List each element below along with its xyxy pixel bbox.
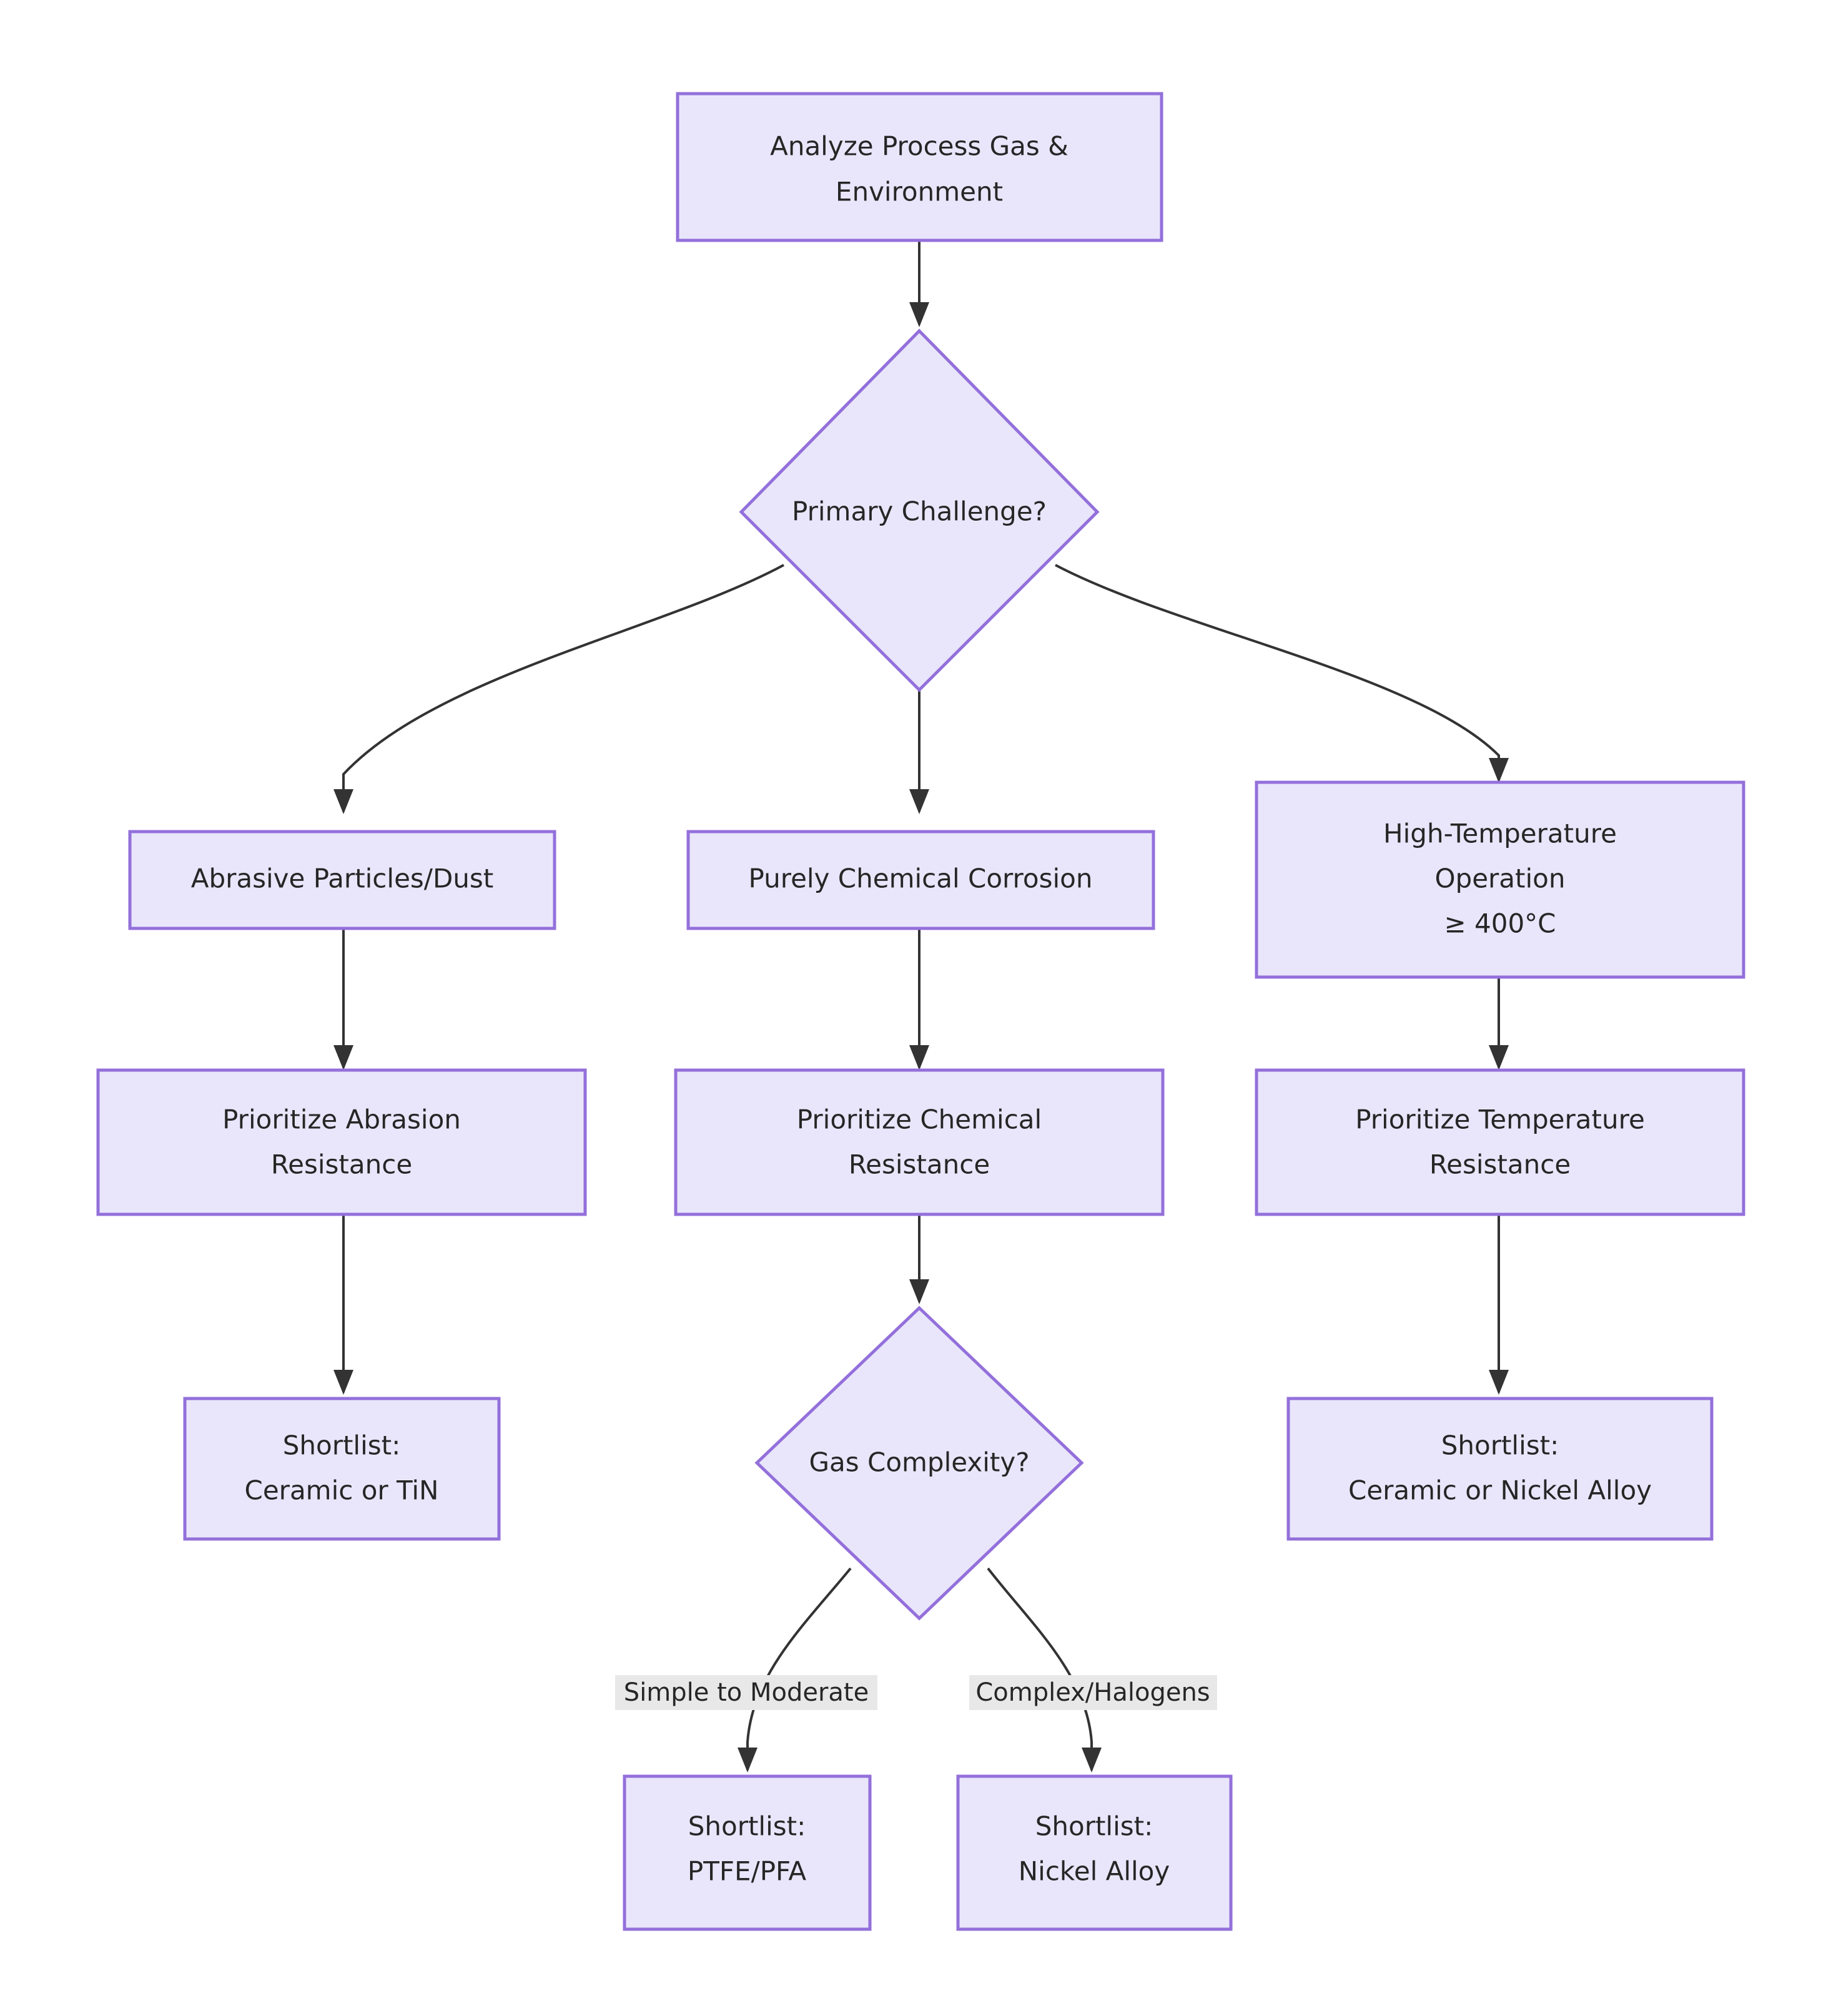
edge-gas-complexity-to-shortlist-ptfe [738, 1567, 852, 1773]
node-shortlist-ceramic-tin[interactable]: Shortlist: Ceramic or TiN [183, 1397, 501, 1541]
node-abrasive-particles-label: Abrasive Particles/Dust [191, 863, 494, 894]
node-shortlist-ptfe[interactable]: Shortlist: PTFE/PFA [623, 1774, 872, 1931]
node-prioritize-temperature[interactable]: Prioritize Temperature Resistance [1255, 1068, 1745, 1216]
node-shortlist-ceramic-nickel-line-2: Ceramic or Nickel Alloy [1348, 1475, 1652, 1506]
edge-label-complex-halogens-text: Complex/Halogens [975, 1678, 1210, 1707]
node-high-temperature-operation-line-2: Operation [1434, 863, 1565, 894]
edge-primary-challenge-to-high-temp [1055, 564, 1509, 783]
node-prioritize-abrasion-line-2: Resistance [271, 1149, 412, 1180]
node-primary-challenge[interactable]: Primary Challenge? [739, 328, 1100, 692]
node-abrasive-particles-shape[interactable] [128, 830, 556, 930]
node-shortlist-ptfe-line-2: PTFE/PFA [688, 1856, 806, 1887]
node-prioritize-chemical-line-1: Prioritize Chemical [797, 1104, 1042, 1135]
nodes-layer: Analyze Process Gas & Environment Primar… [96, 92, 1745, 1931]
node-high-temperature-operation-shape[interactable] [1255, 780, 1745, 979]
node-abrasive-particles[interactable]: Abrasive Particles/Dust [128, 830, 556, 930]
node-prioritize-temperature-line-1: Prioritize Temperature [1355, 1104, 1645, 1135]
node-shortlist-ceramic-tin-shape[interactable] [183, 1397, 501, 1541]
node-shortlist-nickel-line-1: Shortlist: [1035, 1811, 1153, 1842]
node-shortlist-ptfe-shape[interactable] [623, 1774, 872, 1931]
node-primary-challenge-shape[interactable] [739, 328, 1100, 692]
node-gas-complexity[interactable]: Gas Complexity? [754, 1305, 1084, 1621]
node-analyze-process-gas-shape[interactable] [676, 92, 1163, 242]
edge-label-complex-halogens-bg [969, 1675, 1217, 1710]
node-prioritize-chemical-line-2: Resistance [849, 1149, 990, 1180]
edge-gas-complexity-to-shortlist-nickel [987, 1567, 1102, 1773]
node-prioritize-chemical[interactable]: Prioritize Chemical Resistance [674, 1068, 1165, 1216]
node-gas-complexity-shape[interactable] [754, 1305, 1084, 1621]
edge-label-complex-halogens: Complex/Halogens [969, 1675, 1217, 1710]
node-analyze-process-gas-line-1: Analyze Process Gas & [770, 131, 1069, 162]
node-prioritize-temperature-shape[interactable] [1255, 1068, 1745, 1216]
node-shortlist-ptfe-line-1: Shortlist: [688, 1811, 806, 1842]
node-analyze-process-gas-line-2: Environment [836, 177, 1003, 207]
node-analyze-process-gas[interactable]: Analyze Process Gas & Environment [676, 92, 1163, 242]
node-shortlist-ceramic-tin-line-1: Shortlist: [283, 1430, 401, 1461]
node-purely-chemical-corrosion[interactable]: Purely Chemical Corrosion [686, 830, 1155, 930]
node-purely-chemical-corrosion-shape[interactable] [686, 830, 1155, 930]
node-gas-complexity-label: Gas Complexity? [809, 1447, 1029, 1478]
edge-primary-challenge-to-abrasive [333, 564, 784, 814]
node-primary-challenge-label: Primary Challenge? [792, 496, 1047, 527]
edge-label-simple-to-moderate-text: Simple to Moderate [624, 1678, 869, 1707]
node-prioritize-abrasion[interactable]: Prioritize Abrasion Resistance [96, 1068, 587, 1216]
node-prioritize-abrasion-line-1: Prioritize Abrasion [222, 1104, 461, 1135]
edges-layer [333, 240, 1509, 1773]
node-shortlist-nickel-line-2: Nickel Alloy [1019, 1856, 1170, 1887]
node-high-temperature-operation[interactable]: High-Temperature Operation ≥ 400°C [1255, 780, 1745, 979]
edge-label-simple-to-moderate-bg [615, 1675, 877, 1710]
node-shortlist-nickel[interactable]: Shortlist: Nickel Alloy [956, 1774, 1233, 1931]
node-prioritize-chemical-shape[interactable] [674, 1068, 1165, 1216]
node-shortlist-nickel-shape[interactable] [956, 1774, 1233, 1931]
node-purely-chemical-corrosion-label: Purely Chemical Corrosion [749, 863, 1093, 894]
node-high-temperature-operation-line-1: High-Temperature [1383, 819, 1617, 849]
node-prioritize-abrasion-shape[interactable] [96, 1068, 587, 1216]
node-shortlist-ceramic-tin-line-2: Ceramic or TiN [245, 1475, 439, 1506]
node-shortlist-ceramic-nickel-shape[interactable] [1286, 1397, 1714, 1541]
node-high-temperature-operation-line-3: ≥ 400°C [1444, 908, 1556, 939]
node-prioritize-temperature-line-2: Resistance [1429, 1149, 1571, 1180]
edge-labels-layer: Simple to Moderate Complex/Halogens [615, 1675, 1217, 1710]
node-shortlist-ceramic-nickel-line-1: Shortlist: [1441, 1430, 1559, 1461]
edge-label-simple-to-moderate: Simple to Moderate [615, 1675, 877, 1710]
node-shortlist-ceramic-nickel[interactable]: Shortlist: Ceramic or Nickel Alloy [1286, 1397, 1714, 1541]
